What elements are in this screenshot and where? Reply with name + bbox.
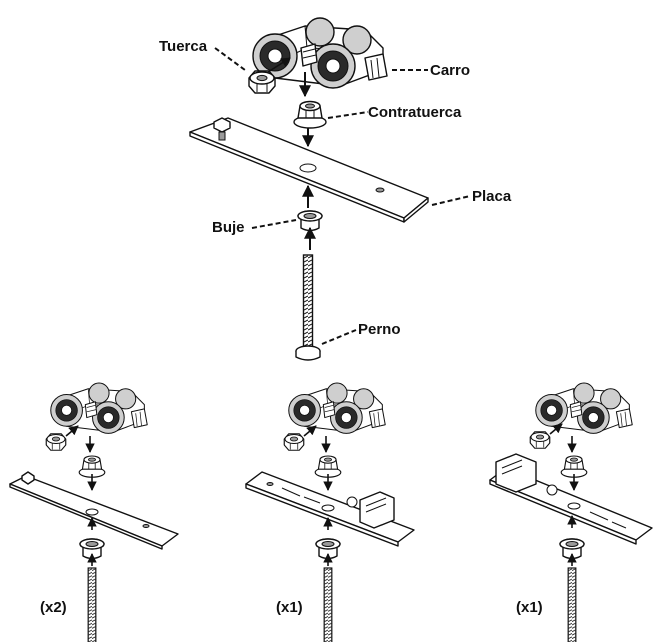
plate-variant-2 xyxy=(245,471,415,547)
label-contratuerca: Contratuerca xyxy=(368,104,462,121)
label-placa: Placa xyxy=(472,188,512,205)
nut-icon xyxy=(529,431,551,449)
bolt-icon xyxy=(317,567,339,642)
label-tuerca: Tuerca xyxy=(159,38,208,55)
label-buje: Buje xyxy=(212,219,245,236)
trolley-icon xyxy=(50,382,148,434)
label-carro: Carro xyxy=(430,62,470,79)
trolley-icon xyxy=(535,382,633,434)
bushing-buje xyxy=(297,210,323,232)
quantity-label: (x2) xyxy=(40,599,67,616)
nut-tuerca xyxy=(248,70,276,94)
bolt-perno xyxy=(295,254,321,361)
variant-3: (x1) xyxy=(489,382,653,642)
nut-icon xyxy=(283,433,305,451)
label-perno: Perno xyxy=(358,321,401,338)
locknut-contratuerca xyxy=(293,100,327,129)
main-exploded-view: Tuerca Carro Contratuerca Placa Buje Per… xyxy=(159,17,512,361)
plate-variant-1 xyxy=(9,471,179,550)
trolley-icon xyxy=(288,382,386,434)
plate-placa xyxy=(189,117,429,223)
quantity-label: (x1) xyxy=(516,599,543,616)
variant-2: (x1) xyxy=(245,382,415,642)
bolt-icon xyxy=(81,567,103,642)
arrow-diagonal xyxy=(267,57,291,73)
quantity-label: (x1) xyxy=(276,599,303,616)
bolt-icon xyxy=(561,567,583,642)
plate-variant-3 xyxy=(489,453,653,545)
variant-1: (x2) xyxy=(9,382,179,642)
nut-icon xyxy=(45,433,67,451)
